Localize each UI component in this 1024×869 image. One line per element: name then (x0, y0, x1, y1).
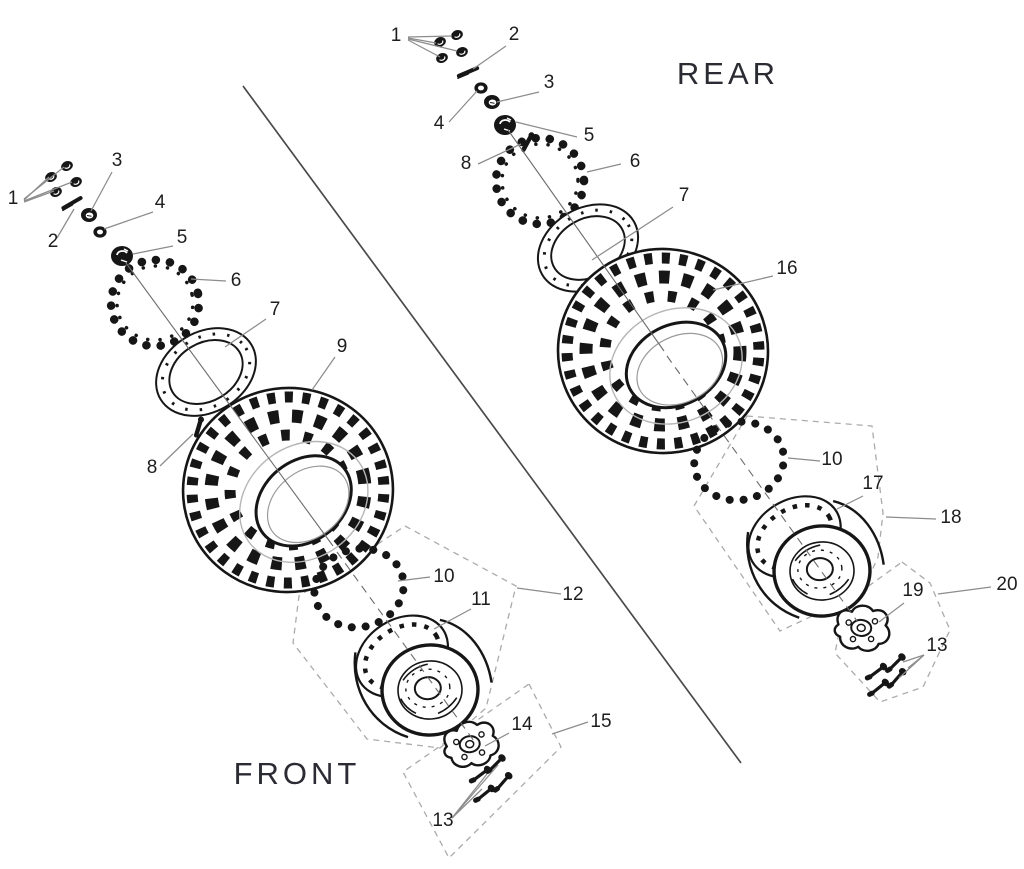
callout-front-8: 8 (147, 457, 158, 478)
leader-front-6 (190, 278, 227, 282)
rear-lug-nut (449, 27, 465, 43)
front-section-title: FRONT (234, 756, 361, 791)
leader-rear-1d (407, 39, 441, 58)
leader-rear-4 (448, 90, 478, 123)
leader-rear-5 (515, 121, 578, 138)
callout-rear-4: 4 (434, 113, 445, 134)
leader-rear-1c (407, 38, 458, 52)
leader-front-14 (484, 732, 510, 747)
callout-front-15: 15 (590, 711, 611, 732)
rear-axis-line-dashed (666, 355, 858, 622)
callout-front-4: 4 (155, 192, 166, 213)
callout-front-5: 5 (177, 227, 188, 248)
callout-rear-7: 7 (679, 185, 690, 206)
callout-rear-5: 5 (584, 125, 595, 146)
leader-rear-2 (472, 45, 507, 70)
front-lug-nut (59, 158, 75, 174)
leader-front-10 (397, 576, 431, 582)
rear-castle-nut (493, 114, 517, 136)
front-washer (93, 226, 107, 238)
leader-front-1b (23, 176, 50, 201)
front-axis-line (125, 262, 334, 547)
callout-rear-8: 8 (461, 153, 472, 174)
callout-front-13: 13 (432, 810, 453, 831)
leader-front-5 (132, 245, 174, 255)
callout-rear-17: 17 (862, 473, 883, 494)
leader-rear-18 (885, 516, 937, 520)
leader-rear-7 (591, 206, 674, 261)
rear-section-title: REAR (677, 56, 779, 91)
leader-lines (23, 35, 992, 819)
leader-rear-3 (496, 91, 540, 103)
rear-lug-nut (434, 50, 450, 66)
callout-rear-6: 6 (630, 151, 641, 172)
leader-rear-13a (902, 654, 925, 663)
leader-rear-13c (898, 654, 925, 679)
leader-front-12 (516, 587, 562, 595)
leader-front-1d (23, 190, 55, 203)
section-titles: FRONT REAR (234, 56, 779, 791)
leader-front-3 (90, 171, 113, 212)
leader-rear-6 (586, 163, 622, 173)
callout-front-2: 2 (48, 231, 59, 252)
rear-wheel-hub (831, 601, 894, 655)
front-cotter-pin (60, 192, 83, 216)
callout-front-11: 11 (471, 589, 491, 610)
callout-front-12: 12 (562, 584, 583, 605)
front-axis-line-dashed (336, 551, 475, 742)
callout-labels: 1 2 3 4 5 6 7 8 9 10 11 12 13 14 15 1 2 … (8, 24, 1018, 831)
leader-front-1c (23, 181, 73, 202)
front-castle-nut (110, 245, 134, 267)
callout-front-14: 14 (511, 714, 533, 735)
leader-rear-10 (787, 457, 821, 462)
rear-lug-nut (454, 44, 470, 60)
leader-rear-1a (407, 35, 453, 38)
callout-front-10: 10 (433, 566, 454, 587)
callout-rear-19: 19 (902, 580, 923, 601)
leader-front-15 (551, 721, 589, 735)
callout-front-1: 1 (8, 188, 19, 209)
leader-front-7 (224, 318, 267, 348)
rear-axis-line (507, 129, 665, 352)
front-hub-bolt (494, 770, 515, 790)
callout-rear-10: 10 (821, 449, 842, 470)
front-wheel-assembly (43, 158, 515, 802)
callout-front-3: 3 (112, 150, 123, 171)
leader-rear-8 (477, 143, 522, 165)
rear-cotter-pin (455, 60, 480, 86)
leader-rear-19 (878, 602, 905, 623)
rear-wheel-assembly (432, 27, 909, 696)
leader-front-8 (159, 433, 194, 467)
leader-front-2 (56, 208, 75, 239)
callout-front-7: 7 (270, 299, 281, 320)
leader-rear-16 (712, 275, 774, 291)
front-kit-outline-12 (292, 525, 517, 749)
callout-rear-2: 2 (509, 24, 520, 45)
front-flanged-nut (80, 207, 98, 223)
front-wheel-rim (337, 594, 496, 743)
front-rear-divider-line (242, 85, 742, 764)
callout-rear-20: 20 (996, 574, 1017, 595)
callout-front-9: 9 (337, 336, 348, 357)
callout-rear-13: 13 (926, 635, 947, 656)
callout-rear-3: 3 (544, 72, 555, 93)
leader-front-11 (433, 608, 472, 630)
callout-rear-16: 16 (776, 258, 797, 279)
callout-front-6: 6 (231, 270, 242, 291)
leader-rear-1b (407, 37, 437, 44)
assembly-axes (125, 129, 858, 742)
leader-rear-17 (836, 495, 864, 510)
leader-rear-20 (937, 586, 992, 595)
leader-front-9 (311, 356, 336, 391)
callout-rear-1: 1 (391, 25, 402, 46)
callout-rear-18: 18 (940, 507, 961, 528)
leader-front-4 (103, 211, 154, 230)
leader-front-13c (451, 764, 499, 819)
